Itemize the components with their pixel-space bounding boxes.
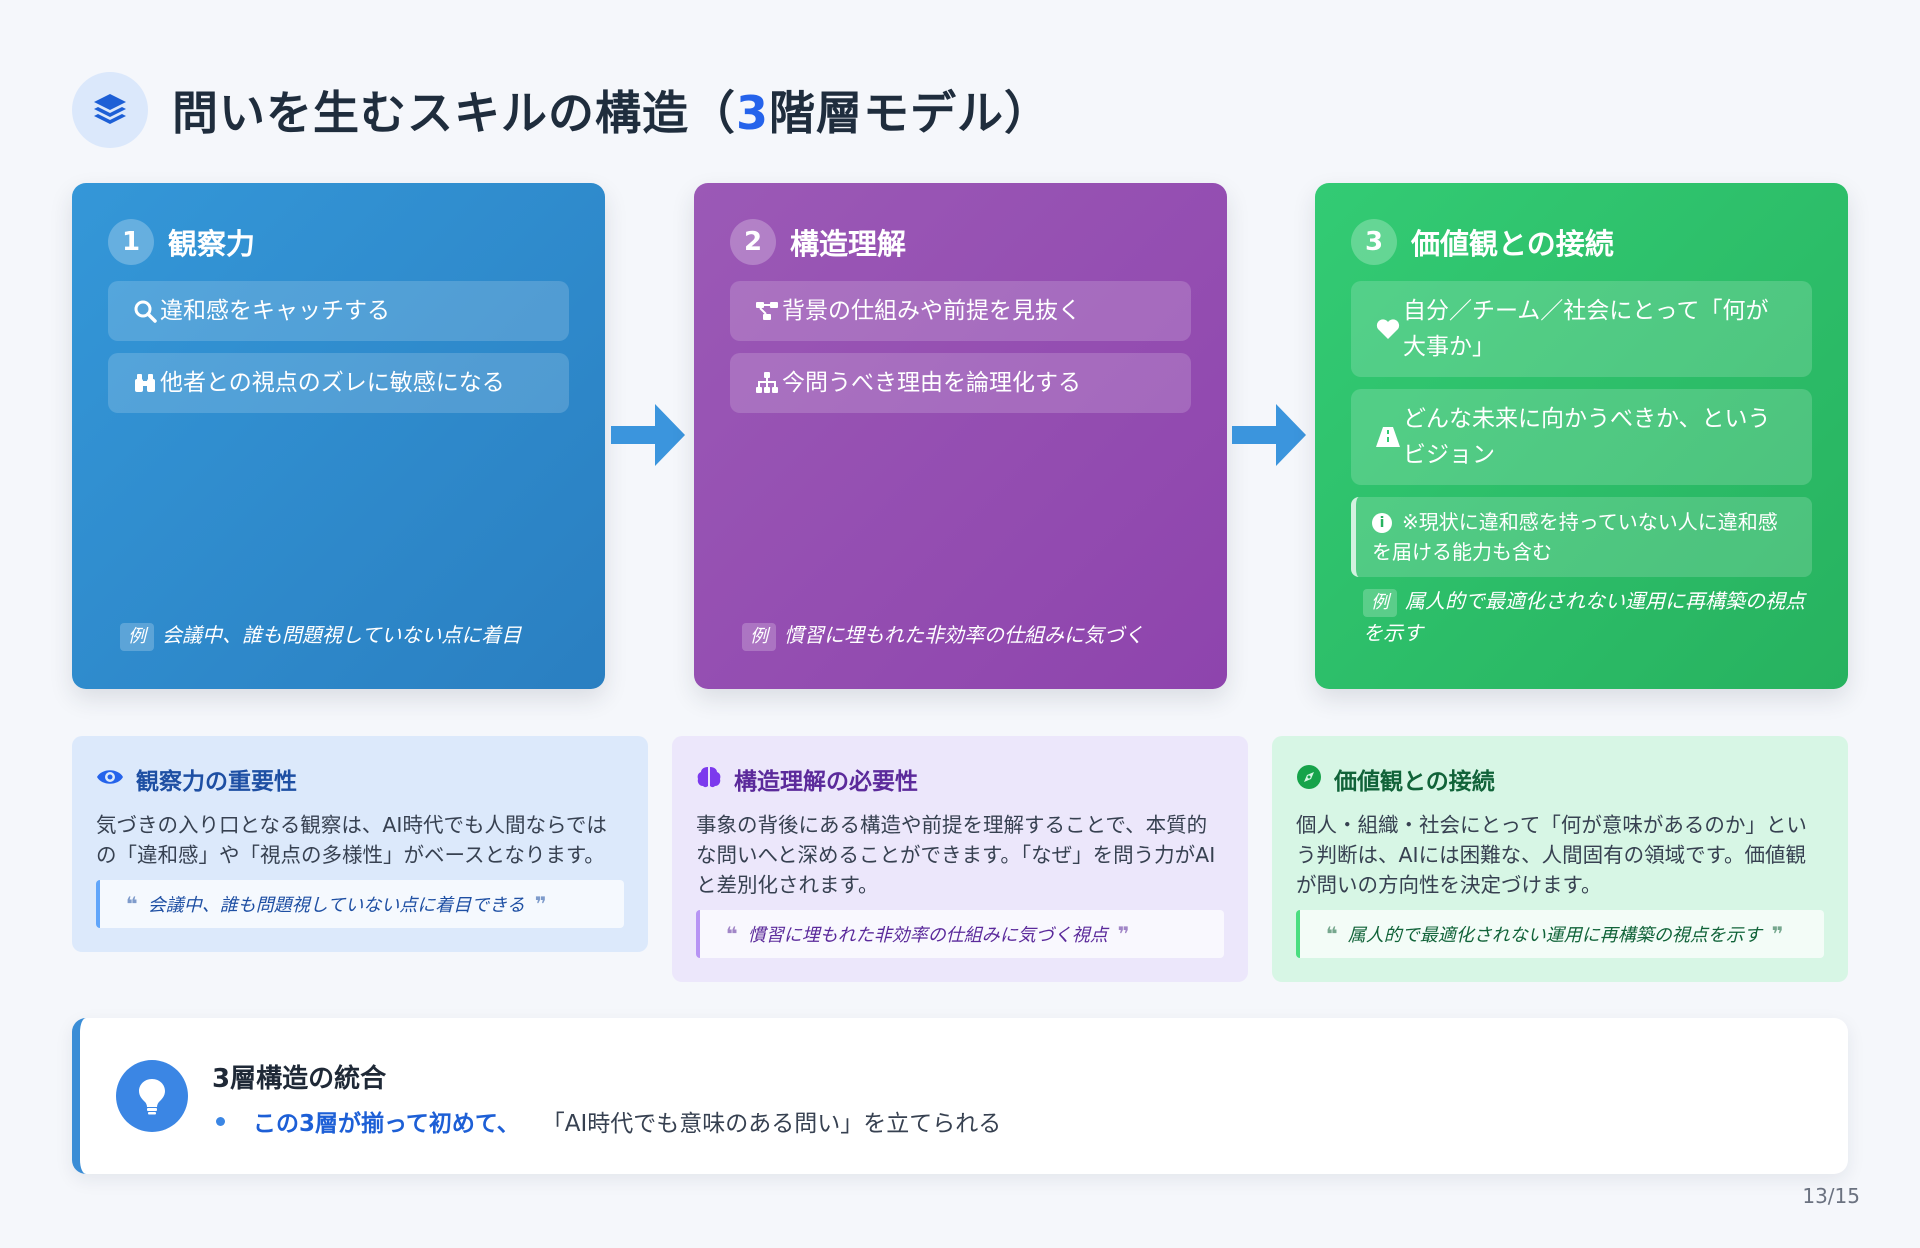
layers-icon: [72, 72, 148, 148]
lightbulb-icon: [116, 1060, 188, 1132]
summary-line: この3層が揃って初めて、 「AI時代でも意味のある問い」を立てられる: [216, 1104, 1001, 1138]
page-number: 13/15: [1802, 1184, 1860, 1208]
quote-right-icon: ❞: [1771, 922, 1784, 946]
card-observation: 1 観察力 違和感をキャッチする 他者との視点のズレに敏感になる 例会議中、誰も…: [72, 183, 605, 689]
brain-icon: [696, 765, 722, 793]
binoculars-icon: [132, 370, 158, 396]
card-title: 価値観との接続: [1411, 227, 1614, 261]
summary-box: 3層構造の統合 この3層が揃って初めて、 「AI時代でも意味のある問い」を立てら…: [72, 1018, 1848, 1174]
quote-left-icon: ❝: [126, 892, 138, 916]
quote-left-icon: ❝: [1326, 922, 1338, 946]
detail-title: 構造理解の必要性: [734, 769, 918, 795]
info-icon: i: [1372, 513, 1392, 533]
summary-emphasis: この3層が揃って初めて、: [253, 1111, 520, 1137]
detail-title: 価値観との接続: [1334, 769, 1495, 795]
bullet-icon: [216, 1116, 225, 1126]
road-icon: [1375, 424, 1401, 450]
search-icon: [132, 298, 158, 324]
summary-text: 「AI時代でも意味のある問い」を立てられる: [541, 1111, 1002, 1137]
card-note: i※現状に違和感を持っていない人に違和感を届ける能力も含む: [1351, 497, 1812, 577]
arrow-right-icon: [611, 404, 685, 466]
card-item: 他者との視点のズレに敏感になる: [108, 353, 569, 413]
detail-quote: ❝ 会議中、誰も問題視していない点に着目できる ❞: [96, 880, 624, 928]
page-title: 問いを生むスキルの構造（3階層モデル）: [172, 86, 1052, 140]
summary-title: 3層構造の統合: [212, 1064, 387, 1094]
detail-body: 個人・組織・社会にとって「何が意味があるのか」という判断は、AIには困難な、人間…: [1296, 813, 1807, 897]
compass-icon: [1296, 764, 1322, 794]
card-number: 1: [108, 219, 154, 265]
header: 問いを生むスキルの構造（3階層モデル）: [72, 72, 1051, 148]
detail-observation: 観察力の重要性 気づきの入り口となる観察は、AI時代でも人間ならではの「違和感」…: [72, 736, 648, 952]
detail-structure: 構造理解の必要性 事象の背後にある構造や前提を理解することで、本質的な問いへと深…: [672, 736, 1248, 982]
card-title: 観察力: [168, 227, 256, 261]
card-item: 違和感をキャッチする: [108, 281, 569, 341]
card-item: 自分／チーム／社会にとって「何が大事か」: [1351, 281, 1812, 377]
card-item: 今問うべき理由を論理化する: [730, 353, 1191, 413]
sitemap-icon: [754, 370, 780, 396]
quote-left-icon: ❝: [726, 922, 738, 946]
card-example: 例属人的で最適化されない運用に再構築の視点を示す: [1363, 589, 1805, 645]
card-number: 3: [1351, 219, 1397, 265]
card-structure: 2 構造理解 背景の仕組みや前提を見抜く 今問うべき理由を論理化する 例慣習に埋…: [694, 183, 1227, 689]
card-item: どんな未来に向かうべきか、というビジョン: [1351, 389, 1812, 485]
card-values: 3 価値観との接続 自分／チーム／社会にとって「何が大事か」 どんな未来に向かう…: [1315, 183, 1848, 689]
heart-icon: [1375, 316, 1401, 342]
detail-quote: ❝ 属人的で最適化されない運用に再構築の視点を示す ❞: [1296, 910, 1824, 958]
eye-icon: [96, 766, 124, 792]
card-example: 例慣習に埋もれた非効率の仕組みに気づく: [742, 619, 1195, 651]
detail-quote: ❝ 慣習に埋もれた非効率の仕組みに気づく視点 ❞: [696, 910, 1224, 958]
card-example: 例会議中、誰も問題視していない点に着目: [120, 619, 573, 651]
arrow-right-icon: [1232, 404, 1306, 466]
card-number: 2: [730, 219, 776, 265]
quote-right-icon: ❞: [1117, 922, 1130, 946]
detail-body: 気づきの入り口となる観察は、AI時代でも人間ならではの「違和感」や「視点の多様性…: [96, 813, 607, 867]
detail-body: 事象の背後にある構造や前提を理解することで、本質的な問いへと深めることができます…: [696, 813, 1216, 897]
card-title: 構造理解: [790, 227, 907, 261]
project-diagram-icon: [754, 298, 780, 324]
detail-values: 価値観との接続 個人・組織・社会にとって「何が意味があるのか」という判断は、AI…: [1272, 736, 1848, 982]
quote-right-icon: ❞: [534, 892, 547, 916]
detail-title: 観察力の重要性: [136, 769, 297, 795]
card-item: 背景の仕組みや前提を見抜く: [730, 281, 1191, 341]
